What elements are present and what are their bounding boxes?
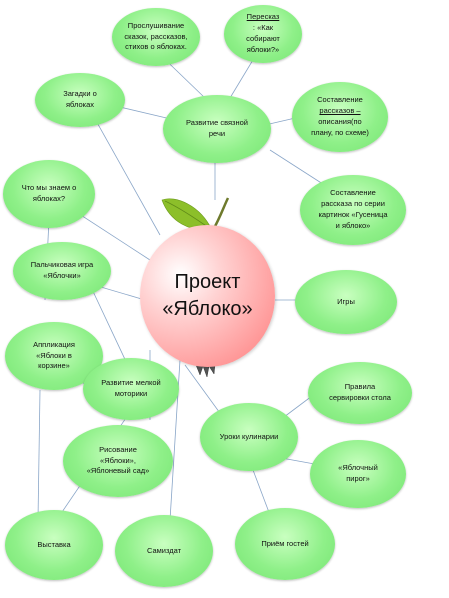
node-label: Выставка xyxy=(37,540,70,551)
node-label: Пальчиковая игра«Яблочки» xyxy=(31,260,93,282)
node-label-line: яблоках? xyxy=(32,194,66,203)
node-exhibition: Выставка xyxy=(5,510,103,580)
center-title-line2: «Яблоко» xyxy=(162,298,253,320)
node-label: Игры xyxy=(337,297,355,308)
node-label-line: Игры xyxy=(337,296,355,306)
node-label-line: Пересказ : «Как xyxy=(246,12,280,33)
node-label-line: Выставка xyxy=(37,539,71,549)
connector-line xyxy=(89,284,131,371)
node-games: Игры xyxy=(295,270,397,334)
node-label-line: и яблоко» xyxy=(335,220,371,230)
node-label: Рисование«Яблоки»,«Яблоневый сад» xyxy=(87,445,150,478)
node-label-line: Прослушивание xyxy=(127,20,185,30)
node-label-line: сказок, рассказов, xyxy=(124,31,188,41)
node-label-line: Что мы знаем о xyxy=(21,183,77,193)
node-label-line: Самиздат xyxy=(146,545,182,555)
node-label-line: плану, по схеме) xyxy=(311,127,369,137)
connector-line xyxy=(89,109,161,236)
node-label-line: «Яблочный xyxy=(338,463,378,473)
node-finger-game: Пальчиковая игра«Яблочки» xyxy=(13,242,111,300)
node-cooking-lessons: Уроки кулинарии xyxy=(200,403,298,471)
node-label-line: Развитие связной xyxy=(186,118,248,128)
node-label-line: Аппликация xyxy=(33,339,75,349)
node-label-line: яблоках xyxy=(65,100,94,109)
center-title-line1: Проект xyxy=(174,271,241,293)
node-label-line: речи xyxy=(208,129,226,138)
node-label-line: собирают xyxy=(246,34,280,43)
node-label-line: моторики xyxy=(114,389,148,398)
node-label-line: Рисование xyxy=(99,444,137,454)
node-guest-reception: Приём гостей xyxy=(235,508,335,580)
node-label-line: Приём гостей xyxy=(261,538,309,548)
node-label-line: «Яблочки» xyxy=(43,271,81,280)
node-label-line: Загадки о xyxy=(63,89,97,99)
node-label-line: Развитие мелкой xyxy=(101,378,161,388)
node-label-line: корзине» xyxy=(38,361,70,371)
node-label-line: Правила xyxy=(344,382,376,392)
node-label-line: Уроки кулинарии xyxy=(219,431,279,441)
node-label: Самиздат xyxy=(147,546,181,557)
apple-center-node: Проект «Яблоко» xyxy=(140,225,275,367)
node-label: Приём гостей xyxy=(261,539,308,550)
node-label-line: картинок «Гусеница xyxy=(318,210,388,219)
node-label-line: описания(по xyxy=(318,117,362,126)
node-label-line: яблоки?» xyxy=(246,44,280,54)
node-label: Уроки кулинарии xyxy=(220,432,279,443)
node-label-line: рассказа по серии xyxy=(321,199,385,209)
node-drawing: Рисование«Яблоки»,«Яблоневый сад» xyxy=(63,425,173,497)
node-samizdat: Самиздат xyxy=(115,515,213,587)
node-label-line: «Яблоневый сад» xyxy=(86,466,150,476)
node-label-line: Пересказ xyxy=(246,12,280,22)
node-label-line: стихов о яблоках. xyxy=(125,42,187,52)
node-label-line: сервировки стола xyxy=(329,393,391,402)
node-label-line: Составление xyxy=(330,188,376,198)
connector-line xyxy=(37,389,41,521)
node-label-line: рассказов – xyxy=(319,106,361,116)
node-label-line: «Яблоки», xyxy=(100,455,136,465)
node-label-line: пирог» xyxy=(346,474,370,483)
node-label-line: «Яблоки в xyxy=(36,350,72,360)
node-label-line: Пальчиковая игра xyxy=(30,260,94,270)
node-label-line: Составление xyxy=(317,95,363,105)
